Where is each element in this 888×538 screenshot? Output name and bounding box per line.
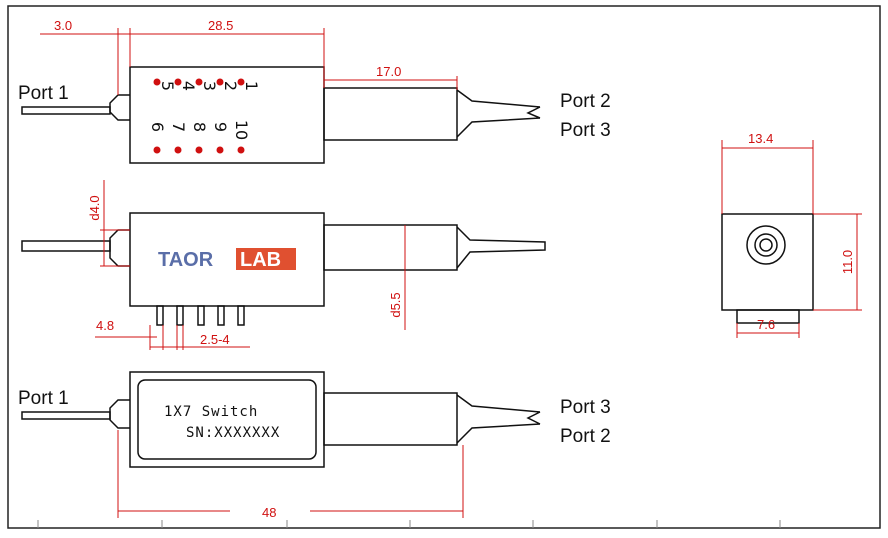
- end-view: [721, 213, 814, 324]
- dim-13-4: 13.4: [748, 131, 773, 146]
- dim-48: 48: [262, 505, 276, 520]
- top-dimension-lines: [40, 28, 458, 95]
- top-view: [21, 66, 541, 164]
- logo-badge: [236, 248, 296, 270]
- dim-28-5: 28.5: [208, 18, 233, 33]
- pin-num: 4: [179, 81, 198, 91]
- bottom-view: [21, 371, 541, 468]
- pin-num: 7: [169, 122, 188, 132]
- pin-num: 10: [232, 120, 251, 140]
- drawing-frame: [7, 5, 881, 529]
- pin-numbers-top: 5 4 3 2 1: [158, 81, 261, 91]
- serial-number-label: SN:XXXXXXX: [186, 425, 280, 441]
- logo-text: TAOR: [158, 249, 214, 271]
- port-1-label-bottom: Port 1: [18, 388, 69, 409]
- pin-num: 6: [148, 122, 167, 132]
- pin-num: 8: [190, 122, 209, 132]
- port-2-label-top: Port 2: [560, 91, 611, 112]
- pin-numbers-bottom: 6 7 8 9 10: [148, 120, 251, 140]
- end-body: [721, 213, 814, 311]
- port-2-label-bottom: Port 2: [560, 426, 611, 447]
- pin-num: 2: [221, 81, 240, 91]
- dim-7-6: 7.6: [757, 317, 775, 332]
- dim-3-0: 3.0: [54, 18, 72, 33]
- side-dimension-lines: [95, 180, 406, 350]
- pin-num: 1: [242, 81, 261, 91]
- dim-diameter-5-5: d5.5: [388, 292, 403, 317]
- port-3-label-bottom: Port 3: [560, 397, 611, 418]
- pin-num: 3: [200, 81, 219, 91]
- logo-badge-text: LAB: [240, 249, 281, 271]
- dim-11-0: 11.0: [840, 250, 855, 274]
- taorlab-logo: TAOR LAB: [158, 248, 296, 271]
- side-view: [21, 212, 546, 326]
- dim-2-5-4: 2.5-4: [200, 332, 230, 347]
- dim-17-0: 17.0: [376, 64, 401, 79]
- switch-model-label: 1X7 Switch: [164, 404, 258, 420]
- port-3-label-top: Port 3: [560, 120, 611, 141]
- pin-num: 5: [158, 81, 177, 91]
- top-pin-markers: [153, 78, 245, 154]
- dim-4-8: 4.8: [96, 318, 114, 333]
- pin-num: 9: [211, 122, 230, 132]
- end-dimension-lines: [721, 140, 862, 338]
- dim-diameter-4-0: d4.0: [87, 195, 102, 220]
- port-1-label-top: Port 1: [18, 83, 69, 104]
- bottom-dimension-lines: [117, 430, 464, 518]
